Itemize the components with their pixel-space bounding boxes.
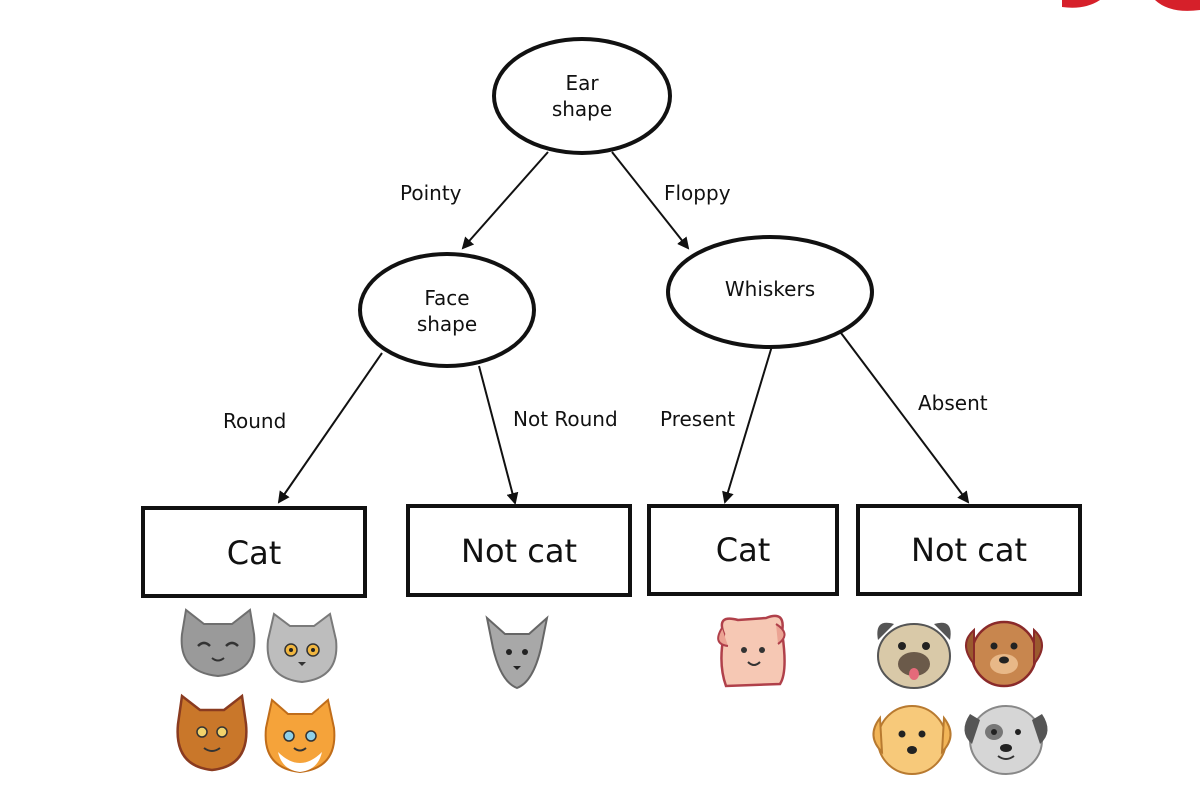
- gray-cat-icon: [266, 612, 338, 684]
- gray-dog-icon: [964, 705, 1048, 775]
- node-ear-shape-line2: shape: [552, 97, 612, 121]
- edge-label-not-round: Not Round: [513, 407, 618, 431]
- gray-cat-smiling-icon: [180, 608, 256, 678]
- leaf-not-cat-1-label: Not cat: [461, 532, 577, 570]
- node-ear-shape-line1: Ear: [565, 71, 599, 95]
- pug-dog-icon: [877, 622, 951, 689]
- node-face-shape-line2: shape: [417, 312, 477, 336]
- edge-label-floppy: Floppy: [664, 181, 731, 205]
- leaf-not-cat-2: Not cat: [856, 504, 1082, 596]
- leaf-cat-1-label: Cat: [227, 534, 282, 572]
- leaf-cat-2: Cat: [647, 504, 839, 596]
- yellow-dog-icon: [872, 705, 952, 775]
- edge-round: [277, 352, 383, 504]
- accent-decoration: [1062, 0, 1200, 11]
- orange-white-cat-icon: [264, 698, 336, 774]
- leaf-cat-1: Cat: [141, 506, 367, 598]
- edge-label-pointy: Pointy: [400, 181, 462, 205]
- leaf-not-cat-1: Not cat: [406, 504, 632, 597]
- node-face-shape-line1: Face: [424, 286, 469, 310]
- pink-cat-floppy-ears-icon: [717, 614, 786, 688]
- gray-cat-pointy-face-icon: [485, 615, 549, 690]
- node-face-shape: Face shape: [358, 252, 536, 368]
- edge-label-absent: Absent: [918, 391, 988, 415]
- leaf-cat-2-label: Cat: [716, 531, 771, 569]
- node-whiskers-label: Whiskers: [725, 277, 815, 301]
- node-ear-shape: Ear shape: [492, 37, 672, 155]
- edge-label-round: Round: [223, 409, 286, 433]
- edge-floppy: [611, 151, 690, 250]
- orange-cat-icon: [176, 693, 248, 772]
- edge-pointy: [461, 151, 549, 250]
- leaf-not-cat-2-label: Not cat: [911, 531, 1027, 569]
- edge-absent: [840, 332, 970, 504]
- edge-label-present: Present: [660, 407, 735, 431]
- node-whiskers: Whiskers: [666, 235, 874, 349]
- brown-dog-icon: [965, 620, 1043, 688]
- edge-present: [722, 345, 773, 504]
- edge-not-round: [478, 365, 519, 505]
